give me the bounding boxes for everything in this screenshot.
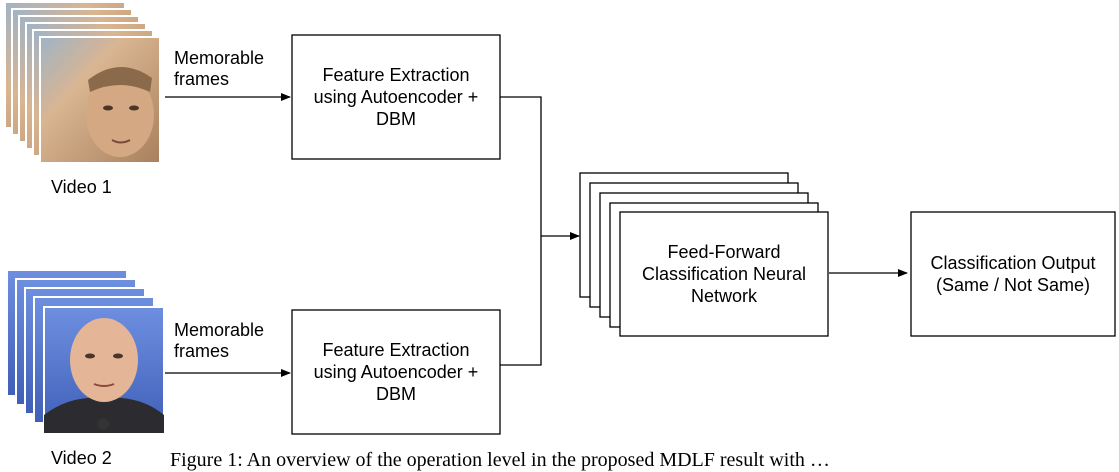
arrow-label-1-line1: Memorable — [174, 48, 265, 68]
classifier-line2: Classification Neural — [641, 264, 807, 284]
arrow-label-2-line2: frames — [174, 341, 230, 361]
video2-thumbnail-stack — [6, 269, 165, 434]
feature-box-1-text: Feature Extraction using Autoencoder + D… — [292, 35, 500, 159]
video-1-label: Video 1 — [51, 177, 112, 197]
classifier-box — [619, 211, 829, 337]
video2-face — [70, 318, 138, 402]
video2-suit — [44, 397, 164, 433]
feature-box-2 — [291, 309, 501, 435]
arrow-label-1-line2: frames — [174, 69, 230, 89]
classifier-line3: Network — [690, 286, 757, 306]
feature-box-2-line2: using Autoencoder + — [313, 362, 479, 382]
output-box-text: Classification Output (Same / Not Same) — [911, 212, 1115, 336]
feature-box-1-line1: Feature Extraction — [322, 65, 470, 85]
feature-box-2-text: Feature Extraction using Autoencoder + D… — [292, 310, 500, 434]
classifier-box-text: Feed-Forward Classification Neural Netwo… — [620, 212, 828, 336]
feature-box-1-line3: DBM — [375, 109, 416, 129]
arrow-label-1: Memorable frames — [174, 48, 264, 90]
output-box — [910, 211, 1116, 337]
video1-thumbnail-stack — [4, 1, 161, 164]
feature-box-2-line1: Feature Extraction — [322, 340, 470, 360]
arrow-label-2: Memorable frames — [174, 320, 264, 362]
arrow-label-2-line1: Memorable — [174, 320, 265, 340]
feature-box-2-line3: DBM — [375, 384, 416, 404]
figure-caption: Figure 1: An overview of the operation l… — [170, 449, 830, 471]
merge-connector — [500, 96, 542, 366]
video-2-label: Video 2 — [51, 448, 112, 468]
classifier-line1: Feed-Forward — [667, 242, 781, 262]
video1-face — [86, 73, 154, 157]
microphone-icon — [97, 418, 109, 430]
output-line2: (Same / Not Same) — [935, 275, 1091, 295]
output-line1: Classification Output — [930, 253, 1096, 273]
feature-box-1-line2: using Autoencoder + — [313, 87, 479, 107]
classifier-stack — [579, 172, 829, 337]
